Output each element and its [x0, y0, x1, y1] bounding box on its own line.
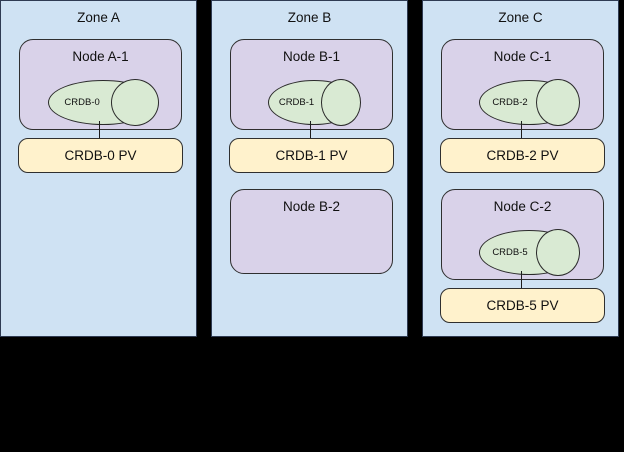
connector-node-a-1-to-crdb-0-pv	[99, 121, 101, 138]
connector-node-c-1-to-crdb-2-pv	[521, 121, 523, 138]
cylinder-cap	[320, 78, 362, 127]
node-c-2: Node C-2 CRDB-5	[441, 189, 604, 280]
pv-crdb-5: CRDB-5 PV	[440, 288, 605, 323]
node-a-1: Node A-1 CRDB-0	[19, 39, 182, 130]
database-label-crdb-2: CRDB-2	[492, 96, 528, 108]
node-c-2-title: Node C-2	[493, 199, 552, 214]
cylinder-cap	[536, 228, 581, 277]
connector-node-b-1-to-crdb-1-pv	[310, 121, 312, 138]
cylinder-cap	[536, 78, 581, 127]
node-b-1: Node B-1 CRDB-1	[230, 39, 393, 130]
database-label-crdb-0: CRDB-0	[64, 96, 100, 108]
node-a-1-title: Node A-1	[72, 49, 129, 64]
database-cylinder-crdb-2: CRDB-2	[479, 78, 581, 127]
connector-node-c-2-to-crdb-5-pv	[521, 271, 523, 288]
pv-crdb-1-label: CRDB-1 PV	[275, 147, 348, 163]
database-label-crdb-1: CRDB-1	[278, 96, 315, 108]
database-cylinder-crdb-0: CRDB-0	[48, 78, 160, 127]
database-label-crdb-5: CRDB-5	[492, 246, 528, 258]
zone-a-container: Zone A Node A-1 CRDB-0 CRDB-0 PV	[0, 0, 197, 337]
pv-crdb-0-label: CRDB-0 PV	[64, 147, 137, 163]
zone-c-title: Zone C	[498, 10, 543, 25]
node-b-1-title: Node B-1	[282, 49, 341, 64]
node-c-1-title: Node C-1	[493, 49, 552, 64]
zone-b-title: Zone B	[287, 10, 332, 25]
zone-b-container: Zone B Node B-1 CRDB-1 CRDB-1 PV Node B-…	[211, 0, 408, 337]
pv-crdb-5-label: CRDB-5 PV	[486, 297, 559, 313]
pv-crdb-1: CRDB-1 PV	[229, 138, 394, 173]
pv-crdb-2-label: CRDB-2 PV	[486, 147, 559, 163]
zone-a-title: Zone A	[77, 10, 120, 25]
node-c-1: Node C-1 CRDB-2	[441, 39, 604, 130]
node-b-2-title: Node B-2	[282, 199, 341, 214]
node-b-2: Node B-2	[230, 189, 393, 274]
pv-crdb-2: CRDB-2 PV	[440, 138, 605, 173]
cylinder-cap	[110, 78, 160, 127]
pv-crdb-0: CRDB-0 PV	[18, 138, 183, 173]
database-cylinder-crdb-5: CRDB-5	[479, 228, 581, 277]
zone-c-container: Zone C Node C-1 CRDB-2 CRDB-2 PV Node C-…	[422, 0, 619, 337]
database-cylinder-crdb-1: CRDB-1	[268, 78, 362, 127]
